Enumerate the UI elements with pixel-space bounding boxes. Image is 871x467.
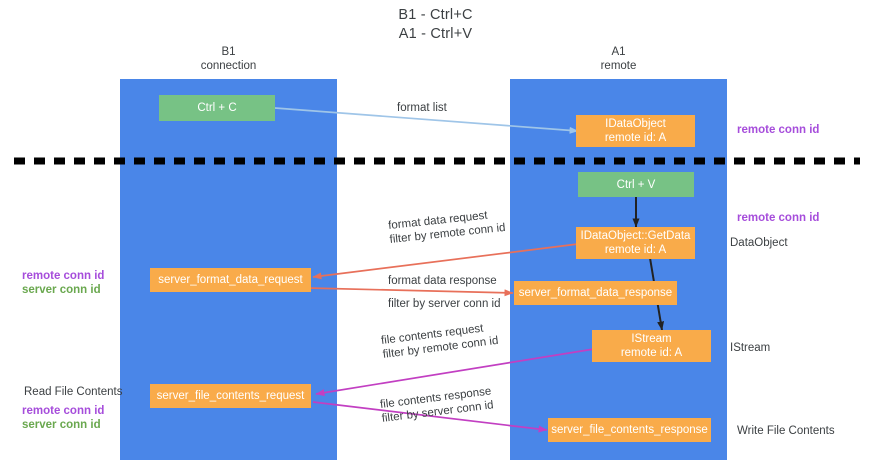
side-label-left-remote-conn-id: remote conn id xyxy=(22,269,104,283)
side-label-right-top-remote-conn-id-text: remote conn id xyxy=(737,124,820,136)
box-server-format-data-response[interactable]: server_format_data_response xyxy=(514,281,677,305)
box-getdata-line1: IDataObject::GetData xyxy=(580,230,691,242)
swimlane-b1-role: connection xyxy=(200,59,257,72)
side-label-left-bottom-remote-conn-id: remote conn id xyxy=(22,404,104,418)
box-server-file-contents-request[interactable]: server_file_contents_request xyxy=(150,384,311,408)
side-label-left-bottom-server-conn-id: server conn id xyxy=(22,418,101,432)
side-label-write-file-contents: Write File Contents xyxy=(737,424,835,438)
box-ctrl-v[interactable]: Ctrl + V xyxy=(578,172,694,197)
side-label-dataobject: DataObject xyxy=(730,236,788,250)
side-label-read-file-contents-text: Read File Contents xyxy=(24,386,123,398)
side-label-write-file-contents-text: Write File Contents xyxy=(737,425,835,437)
box-server-format-data-request[interactable]: server_format_data_request xyxy=(150,268,311,292)
box-istream-line1: IStream xyxy=(631,333,672,345)
swimlane-a1-name: A1 xyxy=(611,46,626,58)
side-label-right-mid-remote-conn-id: remote conn id xyxy=(737,211,819,225)
swimlane-a1-role: remote xyxy=(600,59,637,72)
box-getdata-line2: remote id: A xyxy=(604,244,667,256)
side-label-istream: IStream xyxy=(730,341,770,355)
box-ctrl-v-label: Ctrl + V xyxy=(616,178,656,191)
box-ctrl-c[interactable]: Ctrl + C xyxy=(159,95,275,121)
box-server-file-contents-request-label: server_file_contents_request xyxy=(156,390,305,402)
arrow-format-data-request xyxy=(312,243,579,280)
side-label-dataobject-text: DataObject xyxy=(730,237,788,249)
swimlane-b1-header: B1 connection xyxy=(120,46,337,73)
edge-label-format-data-response-filter: filter by server conn id xyxy=(388,297,501,311)
box-ctrl-c-label: Ctrl + C xyxy=(197,102,237,114)
box-server-file-contents-response[interactable]: server_file_contents_response xyxy=(548,418,711,442)
edge-label-format-list-text: format list xyxy=(397,102,447,114)
edge-label-format-list: format list xyxy=(397,101,447,115)
edge-label-fdresp-filter-key: server conn id xyxy=(428,298,501,310)
arrow-file-contents-request xyxy=(315,348,595,397)
box-istream-line2: remote id: A xyxy=(620,347,683,359)
edge-label-format-data-response-text: format data response xyxy=(388,275,497,287)
swimlane-a1-header: A1 remote xyxy=(510,46,727,73)
side-label-left-server-conn-id: server conn id xyxy=(22,283,101,297)
side-label-istream-text: IStream xyxy=(730,342,771,354)
side-label-right-top-remote-conn-id: remote conn id xyxy=(737,123,819,137)
diagram-title: B1 - Ctrl+C A1 - Ctrl+V xyxy=(0,6,871,44)
side-label-left-server-conn-id-text: server conn id xyxy=(22,284,101,296)
box-idataobject-line1: IDataObject xyxy=(605,118,666,130)
arrow-format-data-response xyxy=(307,287,514,297)
box-server-file-contents-response-label: server_file_contents_response xyxy=(551,424,708,436)
edge-label-fdresp-filter-prefix: filter by xyxy=(388,298,429,310)
side-label-left-bottom-remote-conn-id-text: remote conn id xyxy=(22,405,105,417)
side-label-read-file-contents: Read File Contents xyxy=(24,385,122,399)
side-label-left-bottom-server-conn-id-text: server conn id xyxy=(22,419,101,431)
box-istream[interactable]: IStream remote id: A xyxy=(592,330,711,362)
edge-label-format-data-response: format data response filter by server co… xyxy=(388,274,501,311)
swimlane-b1-name: B1 xyxy=(221,46,236,58)
box-server-format-data-response-label: server_format_data_response xyxy=(518,287,673,299)
arrow-format-list xyxy=(274,107,579,134)
box-server-format-data-request-label: server_format_data_request xyxy=(158,274,303,286)
arrow-file-contents-response xyxy=(312,401,548,433)
box-idataobject-line2: remote id: A xyxy=(604,132,667,144)
side-label-left-remote-conn-id-text: remote conn id xyxy=(22,270,105,282)
box-idataobject[interactable]: IDataObject remote id: A xyxy=(576,115,695,147)
diagram-title-line1: B1 - Ctrl+C xyxy=(398,7,473,23)
side-label-right-mid-remote-conn-id-text: remote conn id xyxy=(737,212,820,224)
diagram-title-line2: A1 - Ctrl+V xyxy=(398,26,473,42)
box-idataobject-getdata[interactable]: IDataObject::GetData remote id: A xyxy=(576,227,695,259)
